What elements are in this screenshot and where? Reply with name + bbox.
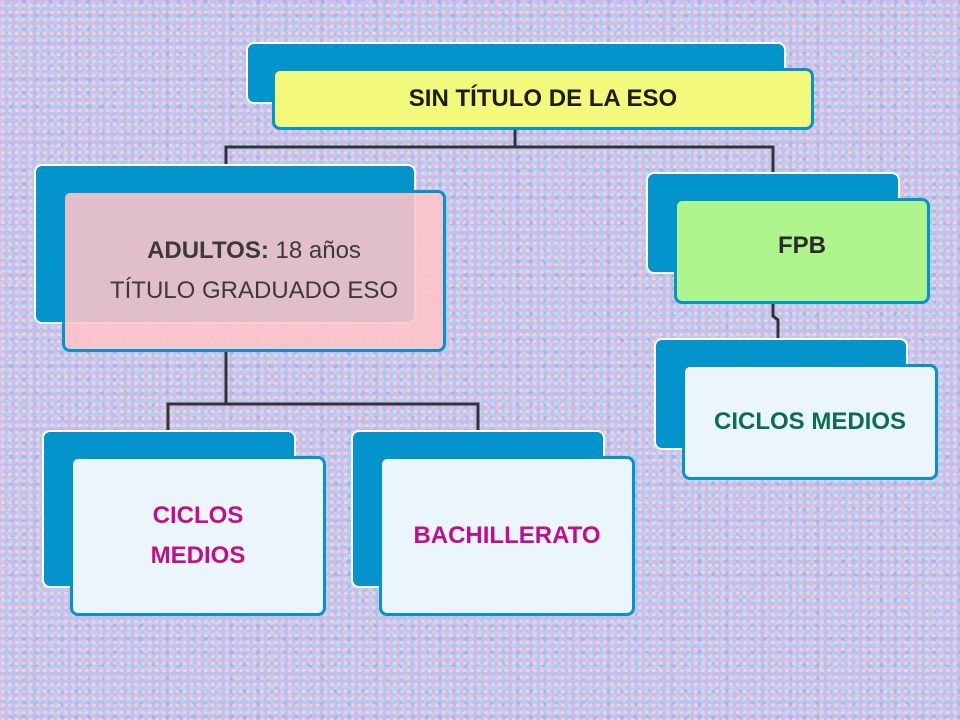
root-node-label: SIN TÍTULO DE LA ESO <box>408 85 678 112</box>
ciclos-medios-right-node: CICLOS MEDIOS <box>682 364 938 480</box>
fpb-node: FPB <box>674 198 930 304</box>
root-node: SIN TÍTULO DE LA ESO <box>272 68 814 130</box>
ciclos-medios-right-label: CICLOS MEDIOS <box>713 408 906 435</box>
adultos-line-1: ADULTOS: 18 años <box>147 231 361 271</box>
adultos-label-bold: ADULTOS: <box>147 237 269 264</box>
connector-fpb-to-ciclos <box>771 302 780 340</box>
ciclos-medios-left-line-2: MEDIOS <box>150 542 246 569</box>
adultos-node: ADULTOS: 18 años TÍTULO GRADUADO ESO <box>62 190 446 352</box>
connector-root-to-children <box>224 128 775 175</box>
bachillerato-label: BACHILLERATO <box>413 522 601 549</box>
ciclos-medios-left-node: CICLOS MEDIOS <box>70 456 326 616</box>
adultos-label-age: 18 años <box>275 237 361 264</box>
bachillerato-node: BACHILLERATO <box>379 456 635 616</box>
fpb-label: FPB <box>778 232 826 259</box>
adultos-line-2: TÍTULO GRADUADO ESO <box>109 277 399 304</box>
connector-adultos-to-leaves <box>166 350 480 430</box>
ciclos-medios-left-line-1: CICLOS <box>152 502 244 529</box>
